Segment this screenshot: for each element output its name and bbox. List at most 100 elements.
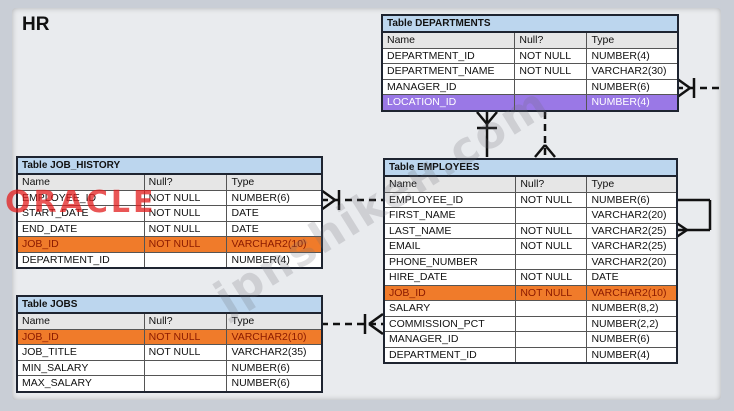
cell-type: VARCHAR2(30)	[591, 65, 667, 77]
cell-type: VARCHAR2(20)	[591, 255, 667, 268]
table-row: SALARY NUMBER(8,2)	[385, 301, 676, 317]
cell-null: NOT NULL	[145, 206, 228, 221]
cell-name: COMMISSION_PCT	[385, 316, 517, 331]
cell-name: JOB_ID	[18, 329, 145, 344]
cell-name: DEPARTMENT_ID	[18, 252, 145, 267]
departments-manager-link	[675, 76, 720, 100]
column-header-null: Null?	[145, 314, 228, 329]
cell-name: SALARY	[385, 301, 517, 316]
cell-name: JOB_TITLE	[18, 345, 145, 360]
cell-name: DEPARTMENT_ID	[383, 48, 516, 63]
cell-name: MANAGER_ID	[383, 79, 516, 94]
employees-manager-link	[674, 198, 712, 240]
cell-name: LOCATION_ID	[383, 95, 516, 110]
departments-employees-link	[476, 111, 498, 157]
cell-type: VARCHAR2(10)	[591, 286, 667, 299]
cell-null	[515, 79, 588, 94]
cell-null: NOT NULL	[145, 345, 228, 360]
cell-null: NOT NULL	[516, 239, 588, 254]
cell-name: JOB_ID	[385, 285, 517, 300]
cell-null: NOT NULL	[515, 64, 588, 79]
cell-type: VARCHAR2(10)	[231, 330, 307, 343]
table-employees-title: Table EMPLOYEES	[385, 160, 676, 177]
cell-name: MIN_SALARY	[18, 360, 145, 375]
cell-type: DATE	[231, 222, 259, 235]
cell-name: PHONE_NUMBER	[385, 254, 517, 269]
cell-name: MANAGER_ID	[385, 332, 517, 347]
column-header-name: Name	[18, 314, 145, 329]
cell-null: NOT NULL	[145, 237, 228, 252]
column-header-null: Null?	[516, 177, 588, 192]
cell-type: NUMBER(6)	[231, 191, 290, 204]
table-row: FIRST_NAME VARCHAR2(20)	[385, 208, 676, 224]
cell-null: NOT NULL	[145, 329, 228, 344]
cell-name: EMAIL	[385, 239, 517, 254]
cell-name: FIRST_NAME	[385, 208, 517, 223]
table-row: MIN_SALARY NUMBER(6)	[18, 360, 321, 376]
cell-type: VARCHAR2(35)	[231, 346, 307, 358]
cell-null: NOT NULL	[145, 190, 228, 205]
cell-type: VARCHAR2(25)	[591, 240, 667, 252]
table-job-history-title: Table JOB_HISTORY	[18, 158, 321, 175]
cell-type: VARCHAR2(20)	[591, 209, 667, 221]
cell-type: NUMBER(6)	[231, 361, 290, 374]
cell-type: NUMBER(4)	[591, 49, 650, 62]
cell-name: EMPLOYEE_ID	[18, 190, 145, 205]
cell-null: NOT NULL	[516, 223, 588, 238]
cell-type: NUMBER(4)	[231, 253, 290, 266]
column-header-type: Type	[231, 315, 255, 327]
table-row: COMMISSION_PCT NUMBER(2,2)	[385, 316, 676, 332]
cell-null	[145, 252, 228, 267]
cell-name: END_DATE	[18, 221, 145, 236]
cell-null: NOT NULL	[515, 48, 588, 63]
column-header-name: Name	[383, 33, 516, 48]
column-header-null: Null?	[145, 175, 228, 190]
cell-null: NOT NULL	[516, 285, 588, 300]
cell-name: HIRE_DATE	[385, 270, 517, 285]
table-row: DEPARTMENT_ID NUMBER(4)	[18, 252, 321, 267]
cell-null	[145, 376, 228, 391]
table-departments-title: Table DEPARTMENTS	[383, 16, 677, 33]
column-header-name: Name	[385, 177, 517, 192]
cell-null	[515, 95, 588, 110]
cell-type: VARCHAR2(25)	[591, 224, 667, 237]
cell-type: NUMBER(2,2)	[591, 317, 659, 330]
cell-type: VARCHAR2(10)	[231, 238, 307, 250]
cell-null	[516, 208, 588, 223]
jobs-employees-link	[321, 312, 384, 336]
schema-title: HR	[22, 14, 50, 35]
employees-departments-link	[534, 112, 556, 158]
table-row: PHONE_NUMBER VARCHAR2(20)	[385, 254, 676, 270]
cell-name: JOB_ID	[18, 237, 145, 252]
cell-null	[516, 316, 588, 331]
cell-type: NUMBER(6)	[591, 333, 650, 345]
cell-null	[145, 360, 228, 375]
cell-null	[516, 301, 588, 316]
cell-type: NUMBER(8,2)	[591, 302, 659, 314]
cell-type: NUMBER(6)	[591, 193, 650, 206]
column-header-type: Type	[231, 176, 255, 188]
cell-null	[516, 332, 588, 347]
oracle-logo: ORACLE	[5, 185, 157, 220]
cell-name: START_DATE	[18, 206, 145, 221]
table-row: MANAGER_ID NUMBER(6)	[385, 332, 676, 348]
